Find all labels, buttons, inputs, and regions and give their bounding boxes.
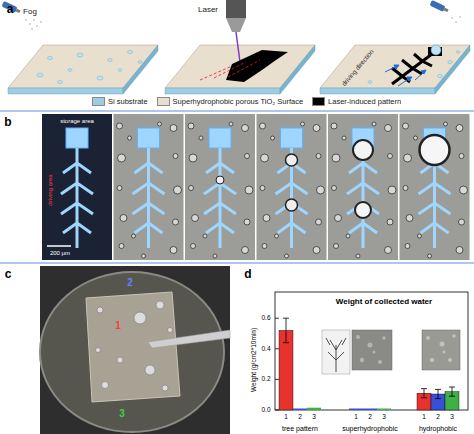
panel-letter: d <box>244 268 251 280</box>
tick-label: 2 <box>298 414 302 421</box>
callout-number: 3 <box>119 409 125 419</box>
legend-swatch <box>157 97 170 106</box>
annotation: storage area <box>60 118 94 124</box>
axis-label: Weight (g/cm2*10min) <box>251 328 258 392</box>
legend-item: Laser-induced pattern <box>312 97 401 106</box>
legend-item: Superhydrophobic porous TiO₂ Surface <box>157 97 304 106</box>
legend-swatch <box>92 97 105 106</box>
group-label: hydrophobic <box>419 425 457 432</box>
tick-label: 0.6 <box>261 315 270 322</box>
annotation: Fog <box>23 8 37 16</box>
callout-number: 1 <box>115 321 121 331</box>
scale-label: 200 μm <box>50 250 70 256</box>
panel-letter: c <box>5 268 12 280</box>
legend-swatch <box>312 97 325 106</box>
tick-label: 2 <box>368 414 372 421</box>
tick-label: 1 <box>354 414 358 421</box>
tick-label: 3 <box>312 414 316 421</box>
callout-number: 2 <box>127 278 133 288</box>
tick-label: 0.4 <box>261 346 270 353</box>
panel-letter: b <box>4 116 11 128</box>
tick-label: 3 <box>450 414 454 421</box>
annotation: driving area <box>47 174 53 205</box>
legend-text: Superhydrophobic porous TiO₂ Surface <box>173 98 304 106</box>
tick-label: 0.2 <box>261 376 270 383</box>
legend-text: Si substrate <box>108 98 148 106</box>
legend-item: Si substrate <box>92 97 148 106</box>
legend: Si substrate Superhydrophobic porous TiO₂… <box>92 97 401 106</box>
group-label: superhydrophobic <box>342 425 398 432</box>
panel-letter: a <box>7 3 14 15</box>
tick-label: 3 <box>382 414 386 421</box>
tick-label: 2 <box>436 414 440 421</box>
tick-label: 1 <box>284 414 288 421</box>
annotation: Laser <box>198 6 218 14</box>
chart-title: Weight of collected water <box>336 298 432 306</box>
tick-label: 0.0 <box>261 407 270 414</box>
group-label: tree pattern <box>282 425 318 432</box>
legend-text: Laser-induced pattern <box>328 98 401 106</box>
tick-label: 1 <box>422 414 426 421</box>
